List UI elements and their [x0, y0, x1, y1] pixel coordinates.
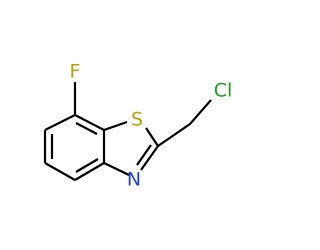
atom-label-nitrogen: N: [127, 169, 141, 191]
atom-label-chlorine: Cl: [214, 80, 233, 102]
bond-c2-n-inner: [136, 144, 152, 166]
bond-n-c3a: [103, 162, 130, 176]
bond-s-c2: [145, 127, 159, 147]
bond-c7a-s: [103, 120, 128, 132]
atom-label-fluorine: F: [70, 61, 81, 83]
bond-c2-n: [140, 145, 159, 171]
atom-labels: F S N Cl: [70, 61, 233, 191]
bonds: [43, 82, 212, 181]
molecule-structure: F S N Cl: [43, 61, 233, 191]
bond-c7a-c7-inner: [75, 122, 98, 135]
bond-c5-c4: [44, 162, 76, 181]
atom-label-sulfur: S: [131, 109, 143, 131]
bond-c4-c3a: [74, 162, 105, 181]
bond-c7-c6: [44, 114, 76, 131]
bond-c4-c3a-inner: [75, 158, 99, 173]
bond-c2-ch2: [157, 123, 191, 147]
bond-ch2-cl: [189, 99, 212, 125]
bond-c7a-c7: [74, 114, 105, 131]
